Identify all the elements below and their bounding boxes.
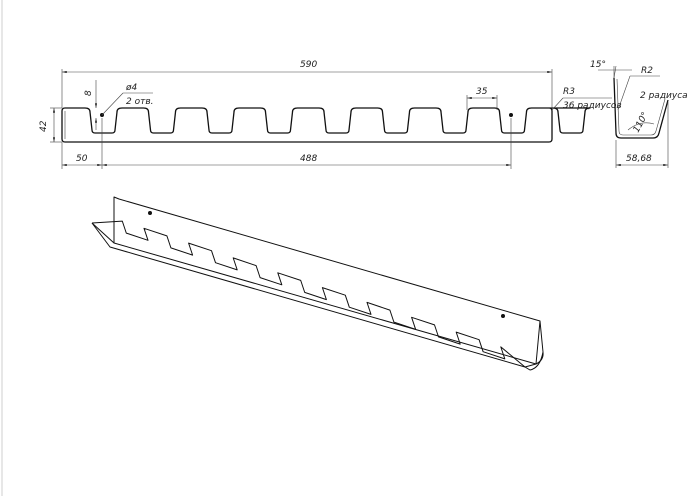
hole-count-text: 2 отв. [126, 97, 154, 107]
section-width-text: 58,68 [626, 154, 652, 164]
radius-section-text: R2 [641, 66, 653, 76]
section-profile-outer [613, 77, 669, 139]
isometric-view [91, 196, 544, 371]
section-view: 15° R2 2 радиуса 110° 58,68 [590, 60, 688, 168]
front-view [61, 107, 591, 143]
hole-diameter-text: ø4 [125, 83, 138, 93]
iso-floor [91, 222, 537, 368]
dimension-height: 42 [39, 107, 62, 143]
dimension-notch-edge: 8 [84, 80, 98, 130]
iso-right-edge [524, 351, 544, 371]
dimension-overall-length: 590 [61, 60, 553, 108]
section-profile-inner [616, 78, 666, 136]
dim-notch-width-text: 35 [476, 87, 488, 97]
dim-left-offset-text: 50 [76, 154, 88, 164]
dim-height-text: 42 [39, 120, 49, 132]
mounting-hole-right [509, 113, 513, 117]
section-angle-text: 110° [632, 111, 651, 135]
iso-hole-left [148, 211, 152, 215]
iso-front-wall-top [91, 222, 115, 244]
dimension-notch-width: 35 [466, 87, 498, 110]
radius-callout: R3 36 радиусов [551, 87, 622, 111]
dim-overall-length-text: 590 [300, 60, 317, 70]
radius-section-count-text: 2 радиуса [640, 91, 688, 101]
iso-back-wall [113, 196, 541, 365]
radius-main-text: R3 [563, 87, 575, 97]
dimension-bottom: 50 488 [61, 118, 512, 169]
dim-hole-spacing-text: 488 [300, 154, 317, 164]
front-view-outline [61, 107, 591, 143]
bend-angle-text: 15° [590, 60, 606, 70]
iso-front-notched-wall [91, 220, 526, 368]
hole-callout: ø4 2 отв. [101, 83, 154, 116]
iso-hole-right [501, 314, 505, 318]
dim-notch-edge-text: 8 [84, 90, 94, 96]
radius-count-text: 36 радиусов [563, 101, 622, 111]
